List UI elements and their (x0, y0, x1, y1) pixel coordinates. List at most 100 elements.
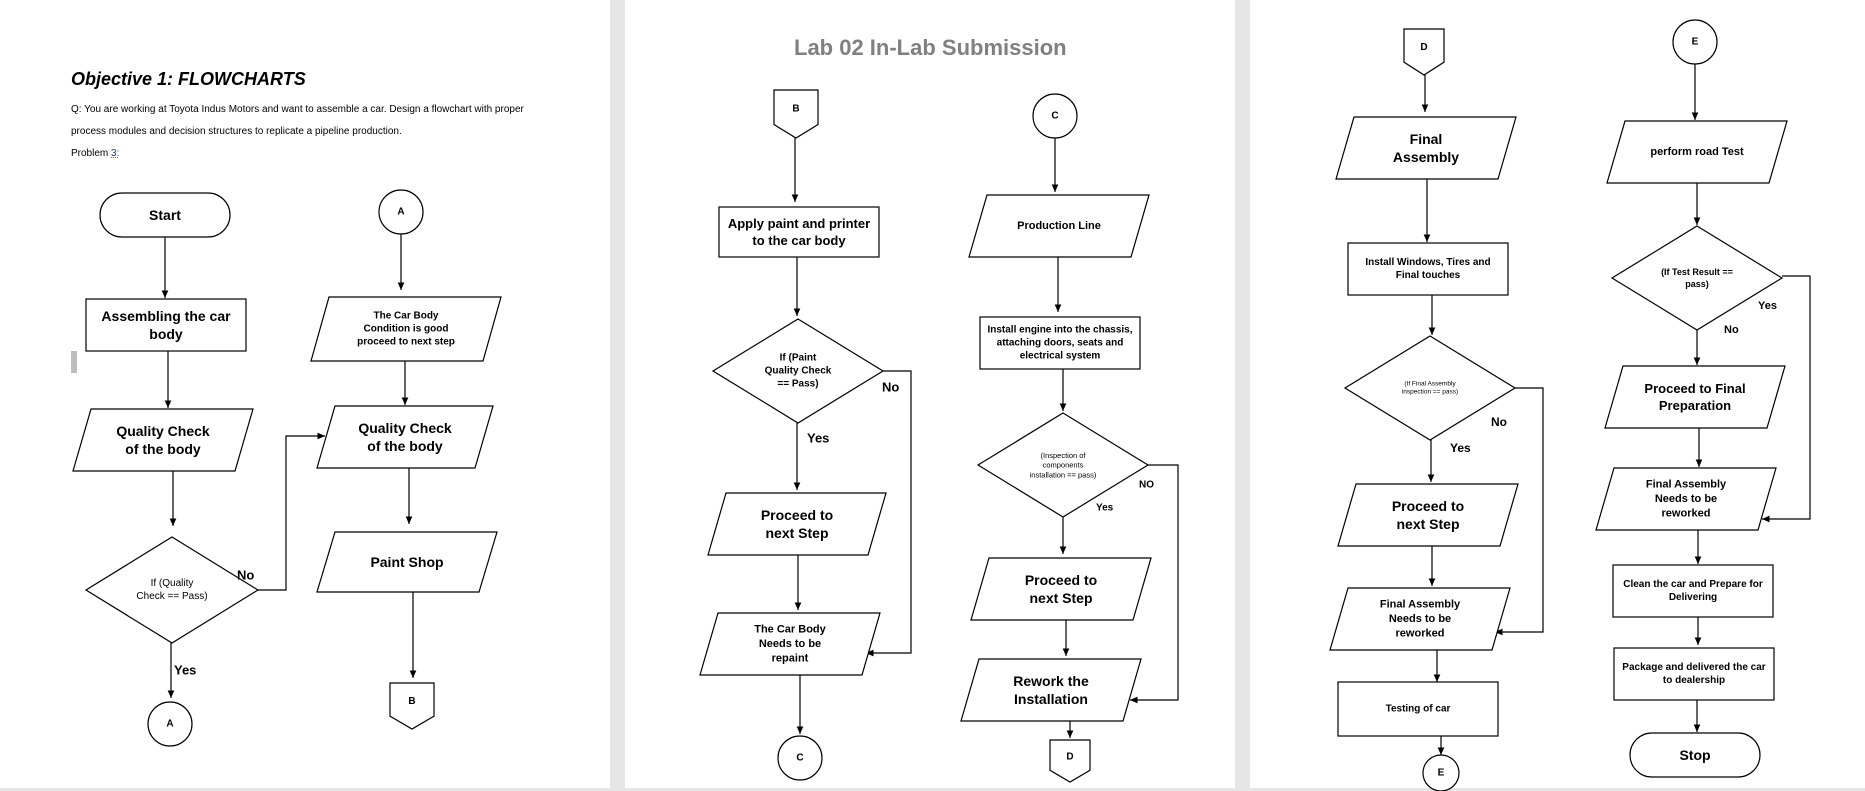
flow-node-text: A (166, 719, 173, 730)
flow-node-text: The Car Body (754, 624, 826, 636)
flow-shape-para (970, 557, 1152, 621)
flow-shape-para (316, 531, 498, 593)
flow-node-text: Final touches (1396, 270, 1461, 281)
branch-label: Yes (1758, 300, 1777, 312)
flow-node-offB1: B (389, 682, 435, 730)
branch-label: No (882, 380, 899, 395)
flow-shape-para (699, 612, 881, 676)
flow-node-text: C (796, 753, 803, 764)
flow-node-text: Needs to be (1655, 493, 1717, 505)
flow-shape-rect (85, 298, 247, 352)
flow-node-offB2: B (773, 89, 819, 139)
flow-shape-para (1606, 120, 1788, 184)
document-page-1 (0, 0, 610, 788)
branch-label: Yes (807, 431, 829, 446)
flow-node-text: Check == Pass) (136, 591, 207, 602)
flow-node-text: A (397, 207, 404, 218)
flow-node-text: Needs to be (1389, 613, 1451, 625)
flow-node-text: attaching doors, seats and (997, 338, 1124, 349)
flow-node-connE2: E (1422, 754, 1460, 791)
flow-node-text: to dealership (1663, 675, 1725, 686)
flow-shape-offpage (1403, 28, 1445, 76)
flow-shape-circle (777, 735, 823, 781)
flow-node-text: (If Test Result == (1661, 267, 1733, 277)
branch-label: Yes (1096, 503, 1114, 514)
flow-shape-diamond (1610, 225, 1784, 331)
edges-layer (161, 64, 1811, 755)
flow-node-connA2: A (378, 189, 424, 235)
flow-node-text: to the car body (752, 233, 846, 248)
flow-node-connE1: E (1672, 19, 1718, 65)
flow-node-text: Paint Shop (370, 554, 443, 570)
flow-node-text: components (1043, 461, 1084, 470)
flow-node-text: next Step (765, 525, 828, 541)
flow-shape-para (310, 296, 502, 362)
flow-arrow (258, 432, 325, 591)
flow-node-text: Assembly (1393, 149, 1459, 165)
flow-node-text: Quality Check (358, 420, 452, 436)
flow-node-connC2: C (777, 735, 823, 781)
flow-node-connC1: C (1032, 93, 1078, 139)
flow-node-text: Proceed to (761, 507, 833, 523)
flow-node-text: E (1438, 768, 1445, 779)
flow-node-text: of the body (367, 438, 443, 454)
flow-node-text: Testing of car (1386, 704, 1451, 715)
flow-node-text: Rework the (1013, 673, 1089, 689)
flow-shape-para (72, 408, 254, 472)
flow-shape-circle (1032, 93, 1078, 139)
flow-shape-diamond (976, 412, 1150, 518)
flow-node-text: body (149, 326, 183, 342)
branch-label: Yes (1450, 441, 1471, 455)
flow-shape-circle (1422, 754, 1460, 791)
flow-node-next1: Proceed to next Step (707, 492, 887, 556)
flow-arrow (1130, 464, 1179, 704)
flow-shape-para (1604, 365, 1786, 429)
flow-shape-para (968, 194, 1150, 258)
flow-node-stop: Stop (1629, 732, 1761, 778)
flow-node-text: reworked (1396, 627, 1445, 639)
flow-node-text: Final Assembly (1646, 479, 1727, 491)
flow-node-text: E (1692, 37, 1699, 48)
flow-node-text: Needs to be (759, 638, 821, 650)
flow-node-text: perform road Test (1650, 146, 1744, 158)
flow-node-text: Final (1410, 131, 1443, 147)
flow-node-text: Quality Check (765, 366, 832, 377)
flow-node-text: next Step (1396, 516, 1459, 532)
branch-label: No (1724, 324, 1739, 336)
flow-node-text: Preparation (1659, 398, 1731, 413)
flow-node-install: Install engine into the chassis,attachin… (979, 316, 1141, 370)
flow-node-text: Apply paint and printer (728, 216, 870, 231)
flow-node-text: Clean the car and Prepare for (1623, 579, 1763, 590)
flow-node-applypaint: Apply paint and printer to the car body (718, 206, 880, 258)
flow-shape-para (1335, 116, 1517, 180)
flow-node-paint: Paint Shop (316, 531, 498, 593)
flow-shape-para (1595, 467, 1777, 531)
flow-node-text: Delivering (1669, 592, 1717, 603)
flow-shape-rect (1337, 681, 1499, 737)
flow-arrow (866, 370, 912, 657)
flow-shape-rect (1347, 242, 1509, 296)
flow-node-offD1: D (1403, 28, 1445, 76)
flow-shape-rect (1612, 564, 1774, 618)
flow-shape-diamond (711, 318, 885, 424)
flow-node-text: Quality Check (116, 423, 210, 439)
flow-node-text: Proceed to (1025, 572, 1097, 588)
flow-node-text: Start (149, 207, 181, 223)
problem-label-text: Problem (71, 148, 112, 159)
branch-label: Yes (174, 663, 196, 678)
flow-node-text: D (1066, 751, 1073, 762)
flow-node-text: inspection == pass) (1402, 389, 1458, 396)
flow-node-text: D (1420, 42, 1427, 53)
flow-shape-diamond (1343, 335, 1517, 441)
